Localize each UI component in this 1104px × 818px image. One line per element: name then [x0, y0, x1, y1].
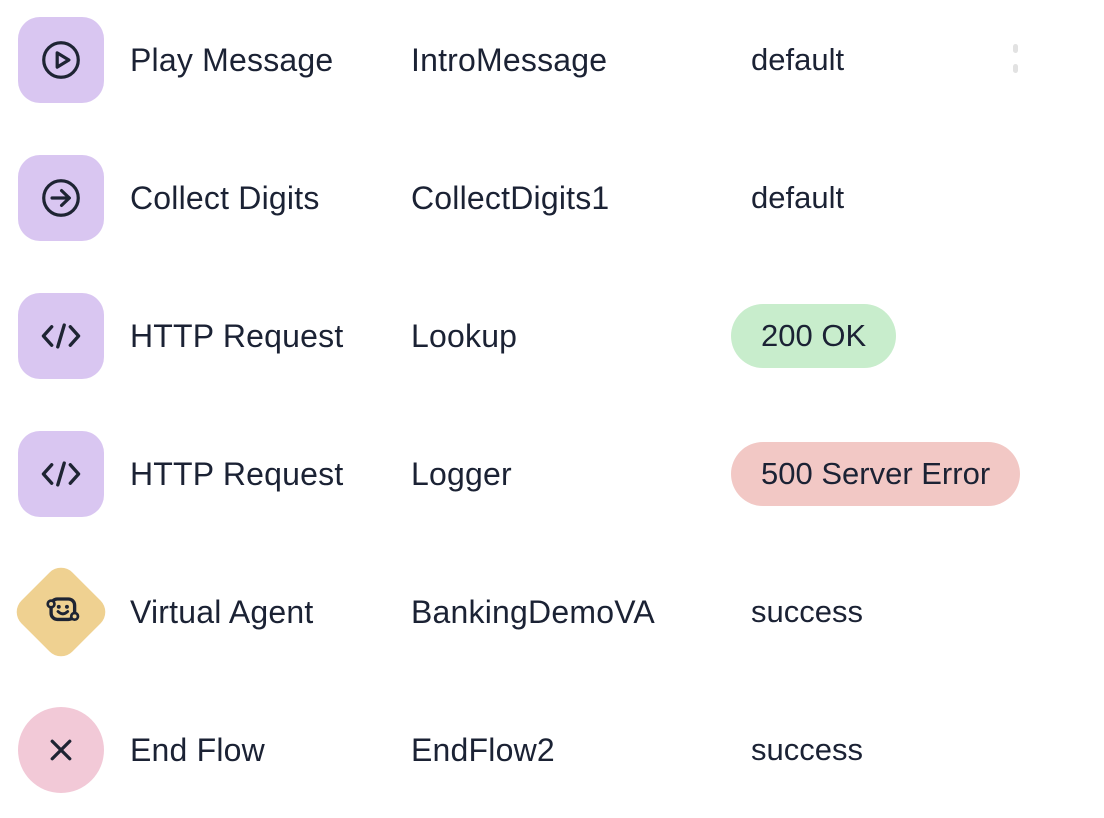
bot-icon [10, 561, 112, 663]
step-node-name: CollectDigits1 [411, 179, 610, 216]
step-type-label: Virtual Agent [130, 593, 314, 630]
flow-step-row-http-logger[interactable]: HTTP Request Logger 500 Server Error [0, 431, 1104, 517]
flow-step-list: Play Message IntroMessage default Collec… [0, 17, 1104, 793]
flow-step-row-end-flow[interactable]: End Flow EndFlow2 success [0, 707, 1104, 793]
play-circle-icon [18, 17, 104, 103]
code-icon [18, 431, 104, 517]
flow-step-row-play-message[interactable]: Play Message IntroMessage default [0, 17, 1104, 103]
step-type-label: HTTP Request [130, 455, 344, 492]
flow-step-row-collect-digits[interactable]: Collect Digits CollectDigits1 default [0, 155, 1104, 241]
step-node-name: Logger [411, 455, 512, 492]
arrow-right-circle-icon [18, 155, 104, 241]
status-badge-success: 200 OK [731, 303, 897, 369]
step-type-label: HTTP Request [130, 317, 344, 354]
step-node-name: EndFlow2 [411, 731, 555, 768]
status-badge-error: 500 Server Error [731, 441, 1021, 507]
step-node-name: BankingDemoVA [411, 593, 655, 630]
flow-step-row-virtual-agent[interactable]: Virtual Agent BankingDemoVA success [0, 561, 1104, 663]
flow-step-row-http-lookup[interactable]: HTTP Request Lookup 200 OK [0, 293, 1104, 379]
step-node-name: IntroMessage [411, 41, 608, 78]
step-type-label: Collect Digits [130, 179, 320, 216]
code-icon [18, 293, 104, 379]
step-type-label: End Flow [130, 731, 265, 768]
status-value: success [751, 594, 863, 629]
status-value: default [751, 42, 845, 77]
step-type-label: Play Message [130, 41, 334, 78]
step-node-name: Lookup [411, 317, 518, 354]
vertical-ellipsis-icon[interactable] [1013, 44, 1018, 74]
status-value: success [751, 732, 863, 767]
x-icon [18, 707, 104, 793]
status-value: default [751, 180, 845, 215]
